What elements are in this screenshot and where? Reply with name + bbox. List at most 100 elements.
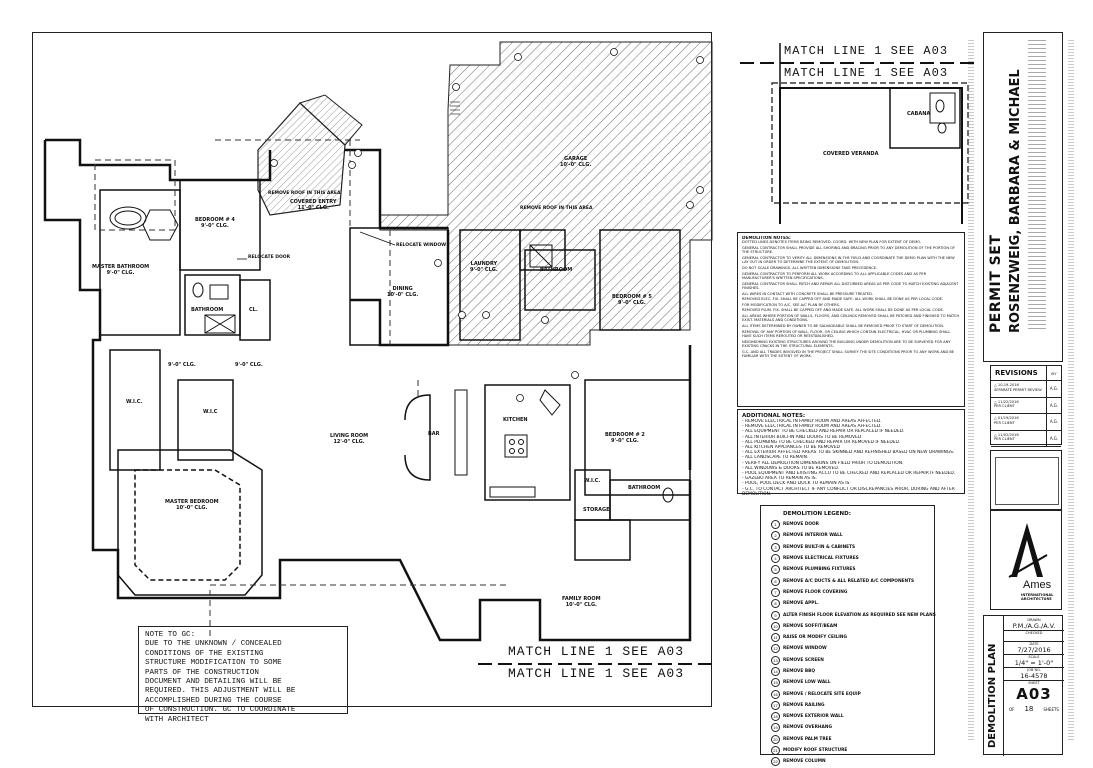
room-living-spec: 12'-0" CLG.: [333, 438, 365, 445]
legend-text: REMOVE SCREEN: [783, 657, 824, 663]
sheet-info-box: DEMOLITION PLAN DRAWN P.M./A.G./A.V. CHE…: [983, 615, 1064, 756]
inset-cabana-label: CABANA: [907, 111, 931, 117]
note-line: ACCOMPLISHED DURING THE COURSE: [145, 696, 282, 705]
room-wic-3: W.I.C.: [584, 478, 601, 484]
scale-label: SCALE: [1028, 655, 1040, 659]
demolition-note-item: G.C. AND ALL TRADES INVOLVED IN THE PROJ…: [742, 349, 955, 358]
firm-logo-box: Ames INTERNATIONAL ARCHITECTURE: [990, 510, 1062, 610]
room-covered-entry-spec: 11'-0" CLG.: [297, 204, 329, 211]
room-dining-spec: 10'-0" CLG.: [387, 291, 419, 298]
demolition-hatch-areas: [257, 41, 713, 346]
job-label: JOB NO.: [1027, 668, 1041, 672]
drawn-label: DRAWN: [1027, 618, 1041, 622]
legend-number-badge: 6: [771, 576, 780, 586]
additional-note-item: - ALL INTERIOR BUILT-IN AND DOORS TO BE …: [742, 434, 862, 440]
legend-number-badge: 18: [771, 712, 780, 722]
demolition-notes-panel: DEMOLITION NOTES: DOTTED LINES DENOTES I…: [737, 232, 965, 407]
revision-delta-icon: △: [994, 399, 998, 404]
revision-date: 01/19/2016: [997, 416, 1019, 420]
legend-text: REMOVE EXTERIOR WALL: [783, 714, 844, 720]
revision-desc: PER CLIENT: [994, 437, 1015, 441]
demolition-note-item: DOTTED LINES DENOTES ITEMS BEING REMOVED…: [742, 240, 922, 245]
legend-text: REMOVE PLUMBING FIXTURES: [783, 567, 856, 573]
fine-print-strip-left: [968, 40, 974, 740]
inset-match-line-1: MATCH LINE 1 SEE A03: [784, 44, 949, 58]
room-kitchen: KITCHEN: [503, 417, 528, 423]
legend-number-badge: 12: [771, 644, 780, 654]
note-line: CONDITIONS OF THE EXISTING: [145, 649, 264, 658]
revision-date: 10-19-2016: [997, 383, 1019, 387]
seal-box: [990, 450, 1062, 510]
seal-stamp-area: [995, 457, 1059, 505]
room-laundry: LAUNDRY 9'-0" CLG.: [470, 261, 498, 273]
room-bedroom4: BEDROOM # 4 9'-0" CLG.: [195, 217, 235, 229]
drawing-border: [32, 32, 712, 707]
demolition-notes-title: DEMOLITION NOTES:: [742, 236, 791, 240]
additional-note-item: - ALL PLUMBING TO BE CHECKED AND REPAIR …: [742, 439, 901, 445]
job-value: 16-4578: [1004, 672, 1064, 681]
demolition-note-item: FOR MODIFICATION TO A/C, SEE A/C PLAN BY…: [742, 302, 841, 307]
room-garage-spec: 10'-0" CLG.: [560, 161, 592, 168]
relocate-window-note: RELOCATE WINDOW: [396, 243, 447, 248]
note-line: DUE TO THE UNKNOWN / CONCEALED: [145, 640, 282, 649]
room-wic-2: W.I.C: [203, 409, 218, 415]
stair-marks: [450, 101, 460, 115]
inset-plan: MATCH LINE 1 SEE A03 MATCH LINE 1 SEE A0…: [740, 38, 980, 224]
sheet-number: A03: [1016, 685, 1052, 703]
legend-number-badge: 10: [771, 621, 780, 631]
room-garage-name: GARAGE: [564, 156, 588, 162]
room-dining-name: DINING: [392, 286, 413, 292]
room-living: LIVING ROOM 12'-0" CLG.: [330, 433, 369, 445]
demolition-note-item: NEIGHBORING EXISTING STRUCTURES AROUND T…: [742, 339, 951, 348]
revision-delta-icon: △: [994, 432, 998, 437]
room-bathroom-bed4: BATHROOM: [191, 307, 224, 313]
room-living-name: LIVING ROOM: [330, 433, 369, 439]
legend-number-badge: 20: [771, 734, 780, 744]
legend-text: REMOVE DOOR: [783, 522, 819, 528]
additional-notes-title: ADDITIONAL NOTES:: [742, 413, 806, 419]
sheet-info-fields: DRAWN P.M./A.G./A.V. CHECKED DATE 7/27/2…: [1003, 616, 1064, 756]
additional-note-item: - G.C. TO CONTACT ARCHITECT IF ANY CONFL…: [742, 486, 955, 497]
demolition-note-item: REMOVED PLUM. FIX. SHALL BE CAPPED OFF A…: [742, 308, 944, 313]
legend-text: REMOVE ELECTRICAL FIXTURES: [783, 556, 859, 562]
callout-tags: [270, 48, 704, 402]
additional-note-item: - ALL LANDSCAPE TO REMAIN.: [742, 455, 809, 461]
room-garage: GARAGE 10'-0" CLG.: [560, 156, 592, 168]
legend-number-badge: 19: [771, 723, 780, 733]
legend-text: REMOVE BBQ: [783, 669, 816, 674]
room-bathroom-garage: BATHROOM: [540, 267, 573, 273]
room-master-bedroom-spec: 10'-0" CLG.: [176, 504, 208, 511]
legend-number-badge: 13: [771, 655, 780, 665]
demolition-note-item: GENERAL CONTRACTOR TO PERFORM ALL WORK A…: [742, 271, 927, 280]
hall-ceiling-1: 9'-0" CLG.: [168, 362, 196, 368]
hall-ceiling-2: 9'-0" CLG.: [235, 362, 263, 368]
room-bedroom5: BEDROOM # 5 9'-0" CLG.: [612, 294, 652, 306]
legend-text: REMOVE BUILT-IN & CABINETS: [783, 544, 856, 550]
legend-number-badge: 16: [771, 689, 780, 699]
note-line: OF CONSTRUCTION. GC TO COORDINATE: [145, 706, 296, 715]
demolition-note-item: ALL ITEMS DETERMINED BY OWNER TO BE SALV…: [742, 323, 945, 328]
room-master-bathroom: MASTER BATHROOM 9'-0" CLG.: [92, 264, 149, 276]
legend-text: REMOVE FLOOR COVERING: [783, 589, 848, 595]
legend-text: ALTER FINISH FLOOR ELEVATION AS REQUIRED…: [783, 612, 936, 618]
legend-text: REMOVE LOW WALL: [783, 680, 831, 686]
legend-number-badge: 3: [771, 542, 780, 552]
permit-set-label: PERMIT SET: [988, 234, 1004, 333]
room-bedroom2-name: BEDROOM # 2: [605, 432, 645, 438]
additional-note-item: - ALL EXTERIOR AFFECTED AREAS TO BE SKIN…: [742, 450, 955, 456]
room-bar: BAR: [428, 431, 440, 437]
sheets-label: SHEETS: [1043, 706, 1059, 712]
